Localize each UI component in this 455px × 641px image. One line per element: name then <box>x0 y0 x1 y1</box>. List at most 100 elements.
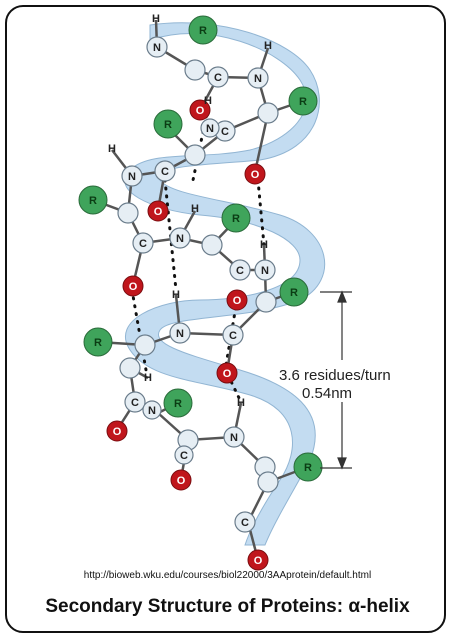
carbon-3: C <box>154 160 176 182</box>
side-chain-4: R <box>78 185 108 215</box>
carbon-6: C <box>222 324 244 346</box>
svg-text:O: O <box>233 295 242 307</box>
side-chain-2: R <box>288 86 318 116</box>
svg-text:C: C <box>229 330 237 342</box>
pitch-label: 0.54nm <box>302 385 353 402</box>
h-bond-6 <box>226 373 242 402</box>
oxygen-2: O <box>244 163 266 185</box>
svg-text:C: C <box>180 450 188 462</box>
svg-text:R: R <box>232 213 240 225</box>
hydrogen-7: H <box>172 289 180 301</box>
svg-text:R: R <box>89 195 97 207</box>
oxygen-7: O <box>106 420 128 442</box>
hydrogen-3: H <box>204 95 212 107</box>
carbon-1: C <box>207 66 229 88</box>
nitrogen-7: N <box>169 322 191 344</box>
pitch-dimension-marker <box>320 290 352 470</box>
oxygen-5: O <box>226 289 248 311</box>
svg-text:C: C <box>236 265 244 277</box>
svg-text:R: R <box>94 337 102 349</box>
side-chain-8: R <box>163 388 193 418</box>
svg-text:C: C <box>161 166 169 178</box>
svg-text:O: O <box>251 169 260 181</box>
backbone-node-8 <box>119 357 141 379</box>
svg-text:O: O <box>154 206 163 218</box>
svg-text:C: C <box>214 72 222 84</box>
svg-text:R: R <box>299 96 307 108</box>
svg-text:N: N <box>230 432 238 444</box>
nitrogen-5: N <box>169 227 191 249</box>
hydrogen-9: H <box>237 397 245 409</box>
hydrogen-8: H <box>144 372 152 384</box>
carbon-7: C <box>124 391 146 413</box>
nitrogen-6: N <box>254 259 276 281</box>
svg-text:C: C <box>241 517 249 529</box>
side-chains: R R R R R R R R R <box>78 15 323 482</box>
oxygen-4: O <box>122 275 144 297</box>
svg-text:N: N <box>254 73 262 85</box>
source-url: http://bioweb.wku.edu/courses/biol22000/… <box>83 570 372 581</box>
nitrogen-2: N <box>247 67 269 89</box>
hydrogen-2: H <box>264 40 272 52</box>
oxygen-8: O <box>170 469 192 491</box>
svg-text:R: R <box>174 398 182 410</box>
hydrogen-1: H <box>152 13 160 25</box>
svg-text:O: O <box>196 105 205 117</box>
hydrogen-atoms: H H H H H H H H H <box>108 13 272 409</box>
nitrogen-8: N <box>142 400 162 420</box>
nitrogen-1: N <box>146 36 168 58</box>
svg-text:N: N <box>128 171 136 183</box>
backbone-node-11 <box>257 471 279 493</box>
h-bond-2 <box>256 178 266 247</box>
oxygen-1: O <box>189 99 211 121</box>
residues-per-turn-label: 3.6 residues/turn <box>279 367 391 384</box>
svg-text:R: R <box>164 119 172 131</box>
svg-text:O: O <box>129 281 138 293</box>
nitrogen-4: N <box>121 165 143 187</box>
svg-text:N: N <box>206 123 214 135</box>
oxygen-atoms: O O O O O O O O O <box>106 99 269 571</box>
svg-text:N: N <box>153 42 161 54</box>
side-chain-1: R <box>188 15 218 45</box>
backbone-node-2 <box>257 102 279 124</box>
svg-text:N: N <box>261 265 269 277</box>
backbone-atoms: N C N C N C N C N C N C N C N C N C <box>117 36 279 533</box>
svg-text:O: O <box>177 475 186 487</box>
svg-text:R: R <box>290 287 298 299</box>
backbone-node-7 <box>134 334 156 356</box>
hydrogen-6: H <box>260 239 268 251</box>
h-bond-4 <box>130 288 148 372</box>
svg-text:O: O <box>223 368 232 380</box>
svg-text:N: N <box>176 328 184 340</box>
svg-text:O: O <box>113 426 122 438</box>
side-chain-6: R <box>279 277 309 307</box>
oxygen-9: O <box>247 549 269 571</box>
hydrogen-4: H <box>108 143 116 155</box>
svg-text:C: C <box>221 126 229 138</box>
backbone-node-6 <box>255 291 277 313</box>
nitrogen-3: N <box>200 118 220 138</box>
svg-text:N: N <box>148 405 156 417</box>
side-chain-3: R <box>153 109 183 139</box>
side-chain-5: R <box>221 203 251 233</box>
svg-text:O: O <box>254 555 263 567</box>
svg-text:C: C <box>139 238 147 250</box>
svg-text:R: R <box>199 25 207 37</box>
oxygen-3: O <box>147 200 169 222</box>
figure-title: Secondary Structure of Proteins: α-helix <box>45 596 410 617</box>
backbone-node-4 <box>117 202 139 224</box>
carbon-9: C <box>234 511 256 533</box>
backbone-node-3 <box>184 144 206 166</box>
carbon-4: C <box>132 232 154 254</box>
svg-text:C: C <box>131 397 139 409</box>
svg-text:N: N <box>176 233 184 245</box>
figure-frame <box>5 5 446 633</box>
svg-text:R: R <box>304 462 312 474</box>
backbone-node-1 <box>184 59 206 81</box>
side-chain-7: R <box>83 327 113 357</box>
carbon-5: C <box>229 259 251 281</box>
carbon-8: C <box>174 445 194 465</box>
nitrogen-9: N <box>223 426 245 448</box>
side-chain-9: R <box>293 452 323 482</box>
